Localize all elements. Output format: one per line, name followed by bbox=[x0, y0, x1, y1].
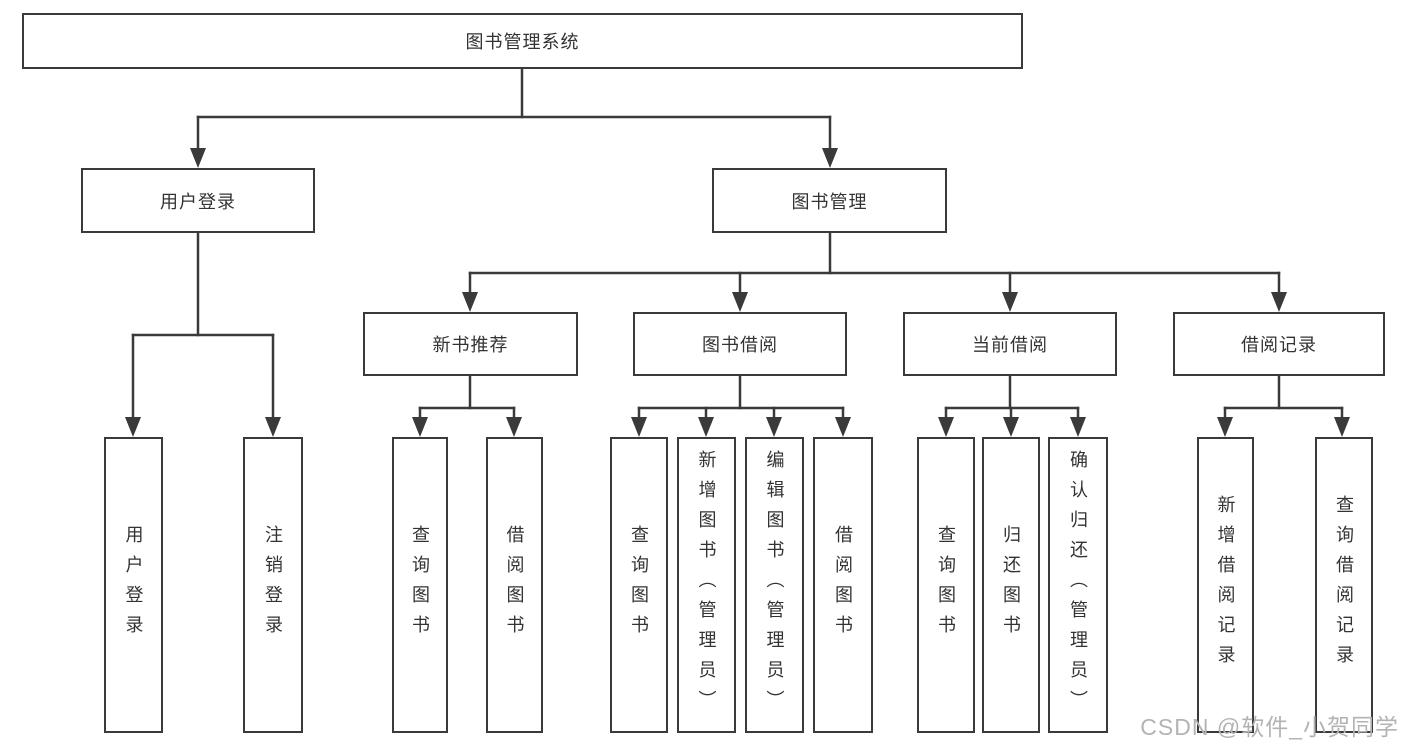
leaf-confirm-return-admin-label: 确认归还（管理员） bbox=[1068, 450, 1088, 720]
leaf-query-books-recommend-label: 查询图书 bbox=[410, 525, 430, 645]
leaf-add-book-admin: 新增图书（管理员） bbox=[677, 437, 736, 733]
node-user-login-label: 用户登录 bbox=[160, 191, 236, 212]
node-book-management-label: 图书管理 bbox=[791, 191, 868, 212]
leaf-query-books-borrow: 查询图书 bbox=[610, 437, 668, 733]
leaf-return-books: 归还图书 bbox=[982, 437, 1040, 733]
leaf-borrow-books-recommend-label: 借阅图书 bbox=[504, 525, 525, 645]
leaf-borrow-books-label: 借阅图书 bbox=[833, 525, 853, 645]
node-user-login: 用户登录 bbox=[81, 168, 315, 233]
node-book-borrow: 图书借阅 bbox=[633, 312, 847, 376]
leaf-logout: 注销登录 bbox=[243, 437, 303, 733]
node-current-borrow-label: 当前借阅 bbox=[972, 335, 1048, 355]
node-book-management: 图书管理 bbox=[712, 168, 947, 233]
leaf-add-borrow-record: 新增借阅记录 bbox=[1197, 437, 1254, 733]
leaf-add-book-admin-label: 新增图书（管理员） bbox=[696, 450, 717, 720]
leaf-query-books-borrow-label: 查询图书 bbox=[629, 525, 649, 645]
node-book-borrow-label: 图书借阅 bbox=[702, 335, 778, 355]
node-new-book-recommend: 新书推荐 bbox=[363, 312, 578, 376]
csdn-watermark: CSDN @软件_小贺同学 bbox=[1140, 714, 1399, 740]
leaf-query-books-recommend: 查询图书 bbox=[392, 437, 448, 733]
leaf-user-login-label: 用户登录 bbox=[123, 525, 144, 645]
leaf-edit-book-admin: 编辑图书（管理员） bbox=[745, 437, 804, 733]
leaf-query-books-current-label: 查询图书 bbox=[936, 525, 956, 645]
node-library-system-label: 图书管理系统 bbox=[465, 32, 580, 52]
leaf-query-borrow-record: 查询借阅记录 bbox=[1315, 437, 1373, 733]
leaf-query-books-current: 查询图书 bbox=[917, 437, 975, 733]
leaf-confirm-return-admin: 确认归还（管理员） bbox=[1048, 437, 1108, 733]
leaf-query-borrow-record-label: 查询借阅记录 bbox=[1334, 495, 1354, 675]
leaf-user-login: 用户登录 bbox=[104, 437, 163, 733]
leaf-borrow-books-recommend: 借阅图书 bbox=[486, 437, 543, 733]
leaf-edit-book-admin-label: 编辑图书（管理员） bbox=[764, 450, 785, 720]
node-borrow-records-label: 借阅记录 bbox=[1241, 335, 1317, 355]
leaf-logout-label: 注销登录 bbox=[263, 525, 283, 645]
node-current-borrow: 当前借阅 bbox=[903, 312, 1117, 376]
leaf-borrow-books: 借阅图书 bbox=[813, 437, 873, 733]
node-new-book-recommend-label: 新书推荐 bbox=[432, 335, 509, 355]
node-borrow-records: 借阅记录 bbox=[1173, 312, 1385, 376]
node-library-system: 图书管理系统 bbox=[22, 13, 1023, 69]
leaf-return-books-label: 归还图书 bbox=[1001, 525, 1021, 645]
leaf-add-borrow-record-label: 新增借阅记录 bbox=[1215, 495, 1236, 675]
